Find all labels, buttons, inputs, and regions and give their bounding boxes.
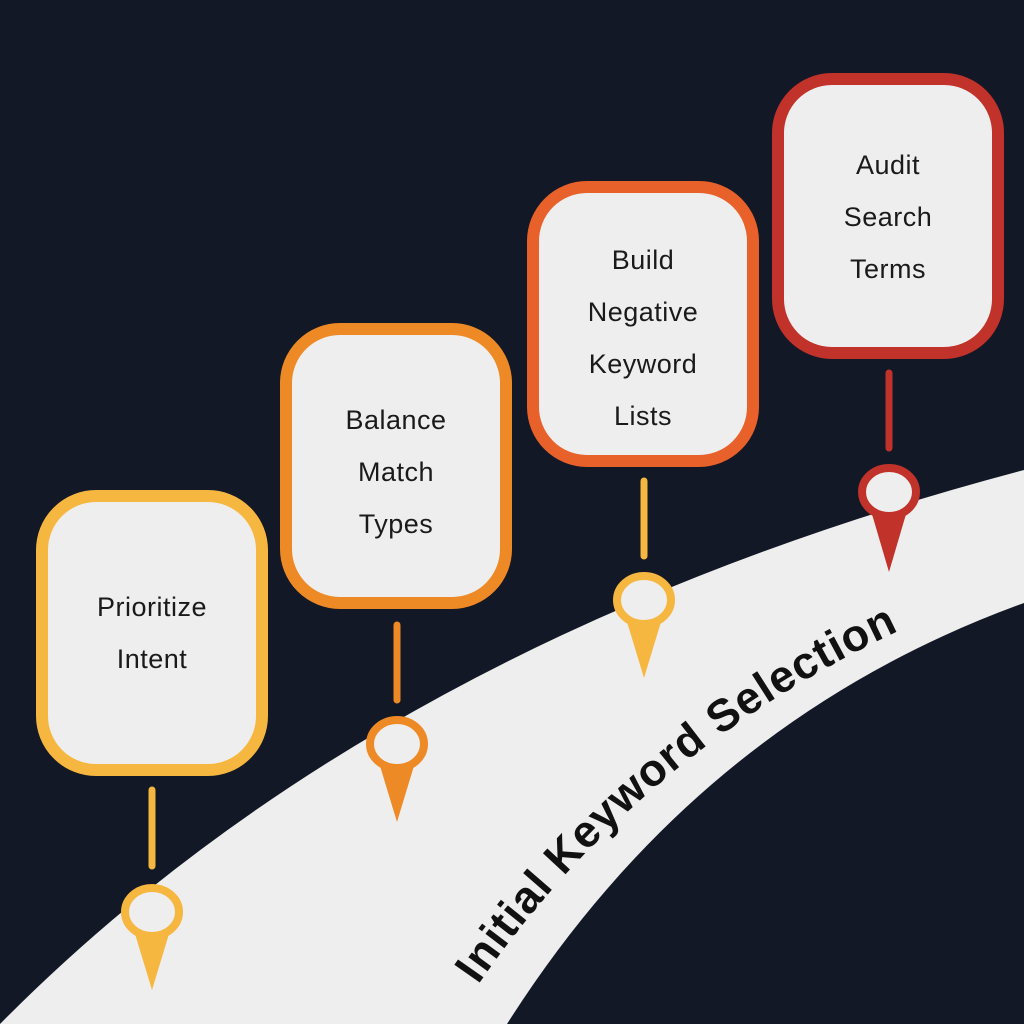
step-line: Lists xyxy=(613,401,673,431)
step-card-balance-match-types: Balance Match Types xyxy=(280,323,512,609)
map-pin-head xyxy=(121,884,183,940)
map-pin-head xyxy=(613,572,675,628)
step-line: Terms xyxy=(850,254,926,284)
step-text: Build Negative Keyword Lists xyxy=(539,234,747,442)
step-line: Prioritize xyxy=(96,592,208,622)
map-pin-icon xyxy=(624,612,664,678)
step-text: Audit Search Terms xyxy=(784,139,992,295)
step-text: Balance Match Types xyxy=(292,394,500,550)
step-line: Search xyxy=(843,202,933,232)
map-pin-head xyxy=(858,464,920,520)
step-line: Balance xyxy=(345,405,447,435)
step-line: Keyword xyxy=(588,349,698,379)
step-line: Audit xyxy=(855,150,921,180)
map-pin-icon xyxy=(132,924,172,990)
step-line: Match xyxy=(357,457,435,487)
step-line: Intent xyxy=(116,644,188,674)
map-pin-icon xyxy=(377,756,417,822)
step-card-build-negative-keyword-lists: Build Negative Keyword Lists xyxy=(527,181,759,467)
step-card-audit-search-terms: Audit Search Terms xyxy=(772,73,1004,359)
road xyxy=(0,470,1024,1024)
step-text: Prioritize Intent xyxy=(48,581,256,685)
step-line: Build xyxy=(611,245,675,275)
map-pin-head xyxy=(366,716,428,772)
step-line: Types xyxy=(358,509,434,539)
step-card-prioritize-intent: Prioritize Intent xyxy=(36,490,268,776)
step-line: Negative xyxy=(587,297,699,327)
map-pin-icon xyxy=(869,504,909,572)
